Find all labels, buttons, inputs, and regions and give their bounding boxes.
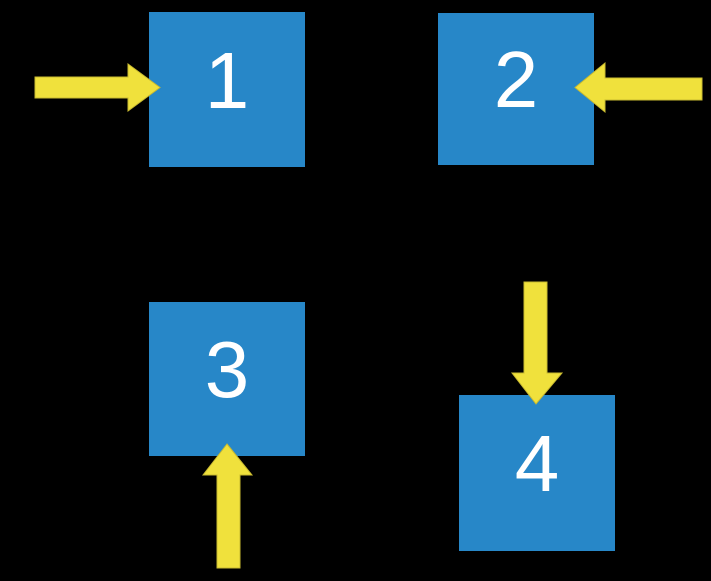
arrow-up-icon: [201, 443, 254, 569]
square-4-label: 4: [514, 419, 560, 508]
square-3: 3: [149, 302, 305, 456]
square-2-label: 2: [493, 35, 539, 124]
arrow-down-icon: [510, 281, 564, 405]
square-1-label: 1: [204, 35, 250, 125]
square-4: 4: [459, 395, 615, 551]
square-1: 1: [149, 12, 305, 167]
arrow-right-icon: [34, 63, 161, 112]
square-2: 2: [438, 13, 594, 165]
arrow-left-icon: [574, 61, 703, 114]
square-3-label: 3: [204, 325, 250, 414]
